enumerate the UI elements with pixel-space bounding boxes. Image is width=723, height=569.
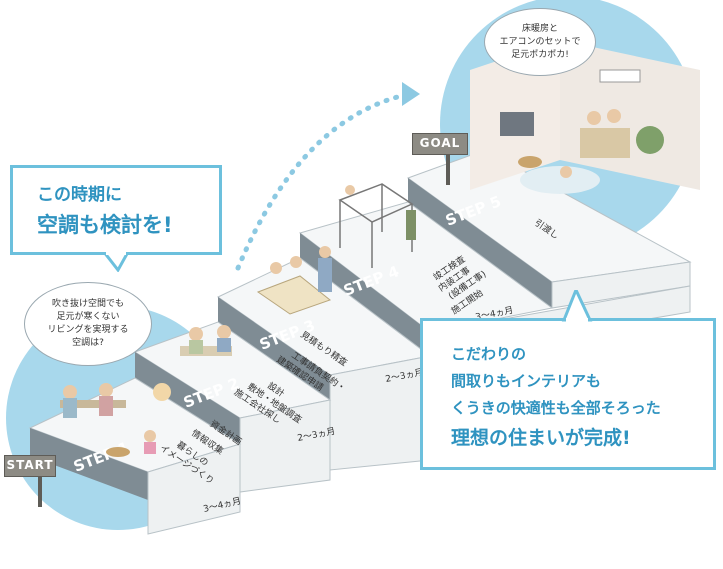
- start-sign: START: [4, 455, 56, 477]
- living-room-illustration: [470, 40, 700, 194]
- thought-bubble-question: 吹き抜け空間でも 足元が寒くない リビングを実現する 空調は?: [24, 282, 152, 366]
- bubble-left-line3: リビングを実現する: [47, 325, 129, 335]
- thought-bubble-floor-heating: 床暖房と エアコンのセットで 足元ポカポカ!: [484, 8, 596, 76]
- bubble-left-line4: 空調は?: [72, 338, 104, 348]
- callout-bottom-line4: 理想の住まいが完成!: [451, 427, 631, 449]
- callout-bottom-tail: [561, 290, 593, 322]
- step4-side: [300, 233, 430, 356]
- bubble-goal-line1: 床暖房と: [521, 23, 558, 34]
- bubble-goal-line3: 足元ポカポカ!: [511, 49, 569, 60]
- callout-ideal-home: こだわりの 間取りもインテリアも くうきの快適性も全部そろった 理想の住まいが完…: [420, 318, 716, 470]
- house-frame-illustration: [338, 183, 416, 268]
- bubble-goal-line2: エアコンのセットで: [499, 36, 581, 47]
- bubble-left-line1: 吹き抜け空間でも: [51, 299, 124, 309]
- family-table-illustration: [60, 383, 156, 457]
- callout-top-line1: この時期に: [37, 185, 122, 205]
- bubble-left-line2: 足元が寒くない: [56, 312, 120, 322]
- callout-consider-aircon: この時期に 空調も検討を!: [10, 165, 222, 255]
- contract-desk-illustration: [256, 246, 332, 315]
- callout-top-tail: [104, 252, 130, 272]
- callout-bottom-line3: くうきの快適性も全部そろった: [451, 399, 661, 417]
- step1-side: [30, 428, 148, 500]
- step3-side: [218, 297, 330, 400]
- step5-side: [408, 178, 552, 308]
- progress-dotted-arrow: [235, 92, 408, 271]
- callout-bottom-line2: 間取りもインテリアも: [451, 372, 602, 390]
- arrow-head-icon: [402, 82, 420, 106]
- step1-front: [147, 443, 241, 535]
- planning-meeting-illustration: [153, 325, 232, 401]
- callout-bottom-line1: こだわりの: [451, 345, 527, 363]
- goal-sign: GOAL: [412, 133, 468, 155]
- start-sign-post: [38, 477, 42, 507]
- callout-top-line2: 空調も検討を!: [37, 213, 173, 237]
- step2-side: [135, 352, 240, 444]
- goal-sign-post: [446, 155, 450, 185]
